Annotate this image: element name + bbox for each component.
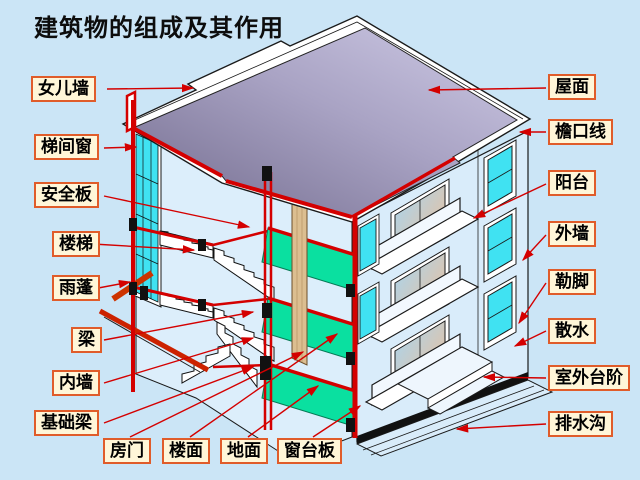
label-interior-wall: 内墙	[52, 370, 100, 397]
label-door: 房门	[103, 438, 151, 465]
leader-door	[129, 351, 305, 438]
label-window-sill: 窗台板	[277, 438, 342, 465]
label-apron: 散水	[548, 318, 596, 345]
leader-window-sill	[312, 405, 362, 438]
beam-blocks	[129, 166, 355, 432]
label-safety-board: 安全板	[34, 182, 99, 209]
label-roof: 屋面	[548, 74, 596, 101]
label-staircase: 楼梯	[52, 231, 100, 258]
drain-line-1	[362, 385, 535, 451]
label-canopy: 雨蓬	[52, 275, 100, 302]
label-cornice: 檐口线	[548, 119, 613, 146]
label-stair-window: 梯间窗	[34, 134, 99, 161]
label-floor-slab: 楼面	[162, 438, 210, 465]
floor-slab-cut-edges	[267, 226, 363, 395]
leader-balcony	[472, 183, 547, 219]
leader-exterior-wall	[522, 234, 547, 262]
label-plinth: 勒脚	[548, 269, 596, 296]
stair-flight-1	[213, 247, 275, 303]
balcony-slab-2	[364, 278, 480, 343]
leader-roof	[427, 85, 547, 95]
facade	[352, 130, 554, 457]
balcony-slab-1	[364, 210, 480, 275]
staircase	[159, 230, 275, 389]
label-outdoor-steps: 室外台阶	[548, 365, 630, 392]
leader-outdoor-steps	[482, 372, 547, 382]
facade-windows	[483, 139, 517, 351]
label-beam: 梁	[71, 327, 102, 354]
page-title: 建筑物的组成及其作用	[34, 14, 284, 42]
leader-plinth	[518, 282, 547, 325]
leader-interior-wall	[103, 337, 255, 384]
leader-beam	[103, 309, 255, 341]
leader-parapet	[106, 83, 195, 93]
leader-safety-board	[103, 195, 251, 229]
leader-drain	[455, 423, 547, 433]
cut-edge-windows	[357, 213, 380, 345]
roof	[121, 15, 532, 223]
roof-surface	[131, 27, 518, 218]
label-drain: 排水沟	[548, 411, 613, 438]
leader-foundation-beam	[103, 366, 255, 424]
label-exterior-wall: 外墙	[548, 221, 596, 248]
leader-apron	[513, 330, 547, 347]
foundation-beam-block	[260, 356, 271, 380]
floor-slabs	[261, 227, 363, 428]
label-balcony: 阳台	[548, 170, 596, 197]
leader-stair-window	[103, 143, 138, 152]
label-parapet: 女儿墙	[31, 76, 96, 103]
leader-floor-slab	[189, 333, 339, 438]
label-ground-floor: 地面	[220, 438, 268, 465]
leader-staircase	[92, 243, 196, 254]
apron	[355, 379, 554, 457]
cut-window-1	[359, 218, 377, 272]
label-foundation-beam: 基础梁	[34, 410, 99, 437]
drain-line-2	[370, 389, 545, 456]
parapet-inner-line	[127, 21, 524, 124]
leader-ground-floor	[247, 385, 320, 438]
cut-window-2	[359, 286, 377, 340]
column	[291, 195, 308, 366]
